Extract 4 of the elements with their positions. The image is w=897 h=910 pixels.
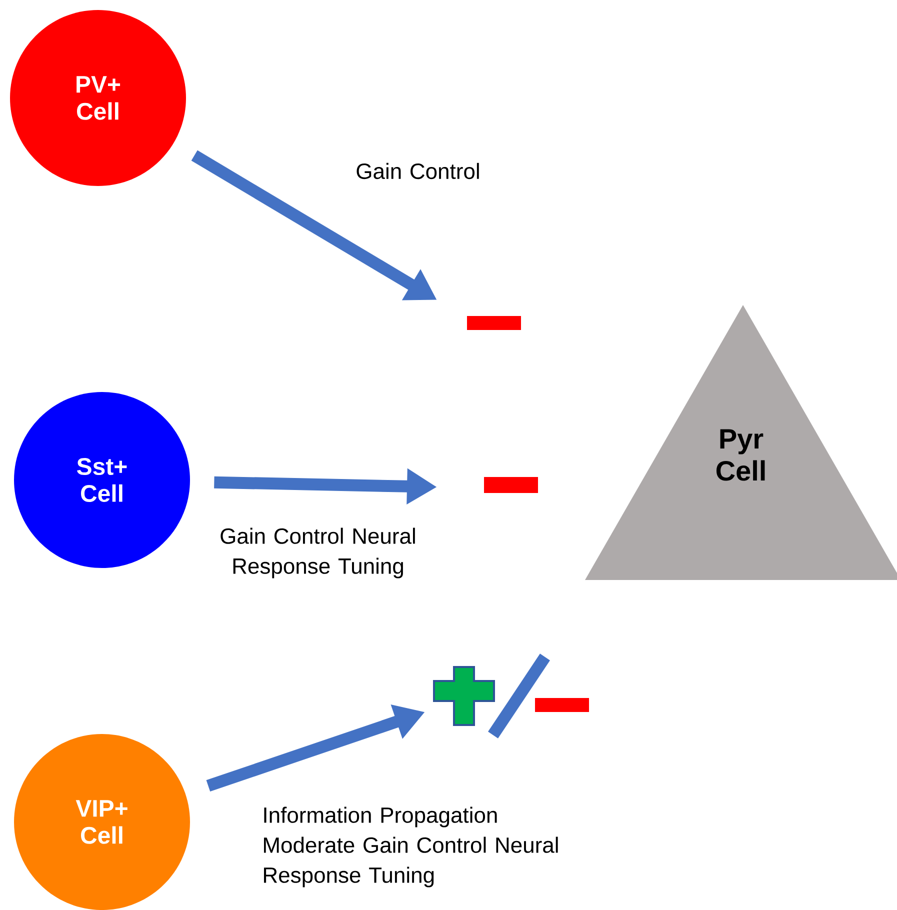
edge-label: Gain Control Neural Response Tuning — [220, 528, 415, 578]
edge-label: Information Propagation Moderate Gain Control Neural Response Tuning — [264, 806, 558, 888]
edge-label: Gain Control — [356, 162, 479, 180]
cell-triangle: Pyr Cell — [585, 305, 897, 580]
